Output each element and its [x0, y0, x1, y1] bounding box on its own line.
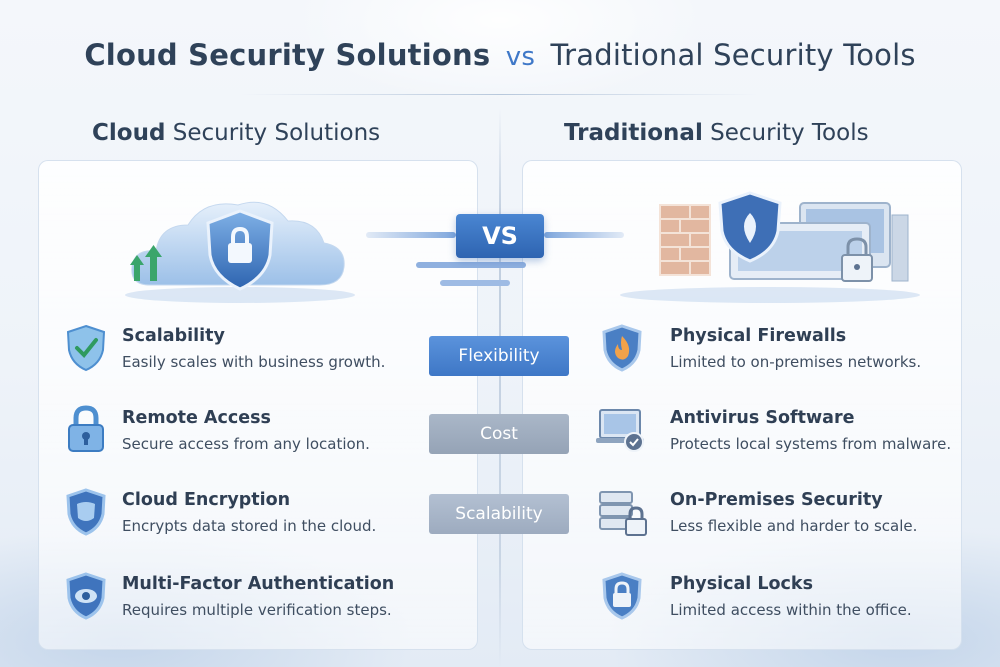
feature-on-premises: On-Premises Security Less flexible and h… — [596, 486, 996, 546]
vs-line-right — [544, 232, 624, 238]
feature-antivirus: Antivirus Software Protects local system… — [596, 404, 996, 464]
cloud-heading-bold: Cloud — [92, 120, 166, 146]
firewall-server-illustration — [620, 191, 920, 303]
traditional-column-heading: Traditional Security Tools — [564, 120, 869, 146]
cloud-shield-illustration — [125, 201, 355, 303]
feature-desc: Easily scales with business growth. — [122, 353, 386, 371]
center-divider — [499, 108, 501, 667]
shield-check-icon — [66, 324, 106, 372]
feature-remote-access: Remote Access Secure access from any loc… — [60, 404, 460, 464]
page-title: Cloud Security Solutions vs Traditional … — [0, 38, 1000, 72]
vs-badge: VS — [456, 214, 544, 258]
title-vs: vs — [505, 42, 536, 72]
feature-title: Physical Locks — [670, 574, 813, 594]
feature-desc: Less flexible and harder to scale. — [670, 517, 918, 535]
feature-desc: Limited access within the office. — [670, 601, 912, 619]
server-lock-icon — [599, 491, 647, 536]
feature-desc: Protects local systems from malware. — [670, 435, 952, 453]
shield-eye-icon — [66, 572, 106, 620]
criteria-flexibility: Flexibility — [429, 336, 569, 376]
feature-title: Physical Firewalls — [670, 326, 847, 346]
feature-scalability: Scalability Easily scales with business … — [60, 322, 460, 382]
vs-line-lower — [416, 262, 526, 268]
criteria-cost: Cost — [429, 414, 569, 454]
feature-cloud-encryption: Cloud Encryption Encrypts data stored in… — [60, 486, 460, 546]
feature-desc: Limited to on-premises networks. — [670, 353, 922, 371]
cloud-heading-rest: Security Solutions — [165, 120, 381, 146]
title-right: Traditional Security Tools — [550, 38, 916, 72]
feature-physical-locks: Physical Locks Limited access within the… — [596, 570, 996, 630]
feature-title: Remote Access — [122, 408, 271, 428]
laptop-gear-icon — [596, 409, 644, 452]
vs-line-lowest — [440, 280, 510, 286]
cloud-column-heading: Cloud Security Solutions — [92, 120, 380, 146]
feature-title: Antivirus Software — [670, 408, 855, 428]
padlock-icon — [68, 405, 104, 452]
shield-flame-icon — [602, 324, 642, 372]
traditional-heading-bold: Traditional — [564, 120, 703, 146]
feature-title: Multi-Factor Authentication — [122, 574, 395, 594]
feature-desc: Secure access from any location. — [122, 435, 370, 453]
vs-connector: VS — [360, 210, 640, 300]
title-divider — [240, 94, 760, 95]
title-left: Cloud Security Solutions — [84, 38, 491, 72]
feature-title: On-Premises Security — [670, 490, 883, 510]
criteria-scalability: Scalability — [429, 494, 569, 534]
feature-desc: Requires multiple verification steps. — [122, 601, 392, 619]
feature-mfa: Multi-Factor Authentication Requires mul… — [60, 570, 460, 630]
feature-title: Cloud Encryption — [122, 490, 291, 510]
shield-lock-icon — [602, 572, 642, 620]
feature-desc: Encrypts data stored in the cloud. — [122, 517, 377, 535]
shield-icon — [66, 488, 106, 536]
feature-title: Scalability — [122, 326, 225, 346]
vs-line-left — [366, 232, 456, 238]
feature-physical-firewalls: Physical Firewalls Limited to on-premise… — [596, 322, 996, 382]
traditional-heading-rest: Security Tools — [702, 120, 869, 146]
